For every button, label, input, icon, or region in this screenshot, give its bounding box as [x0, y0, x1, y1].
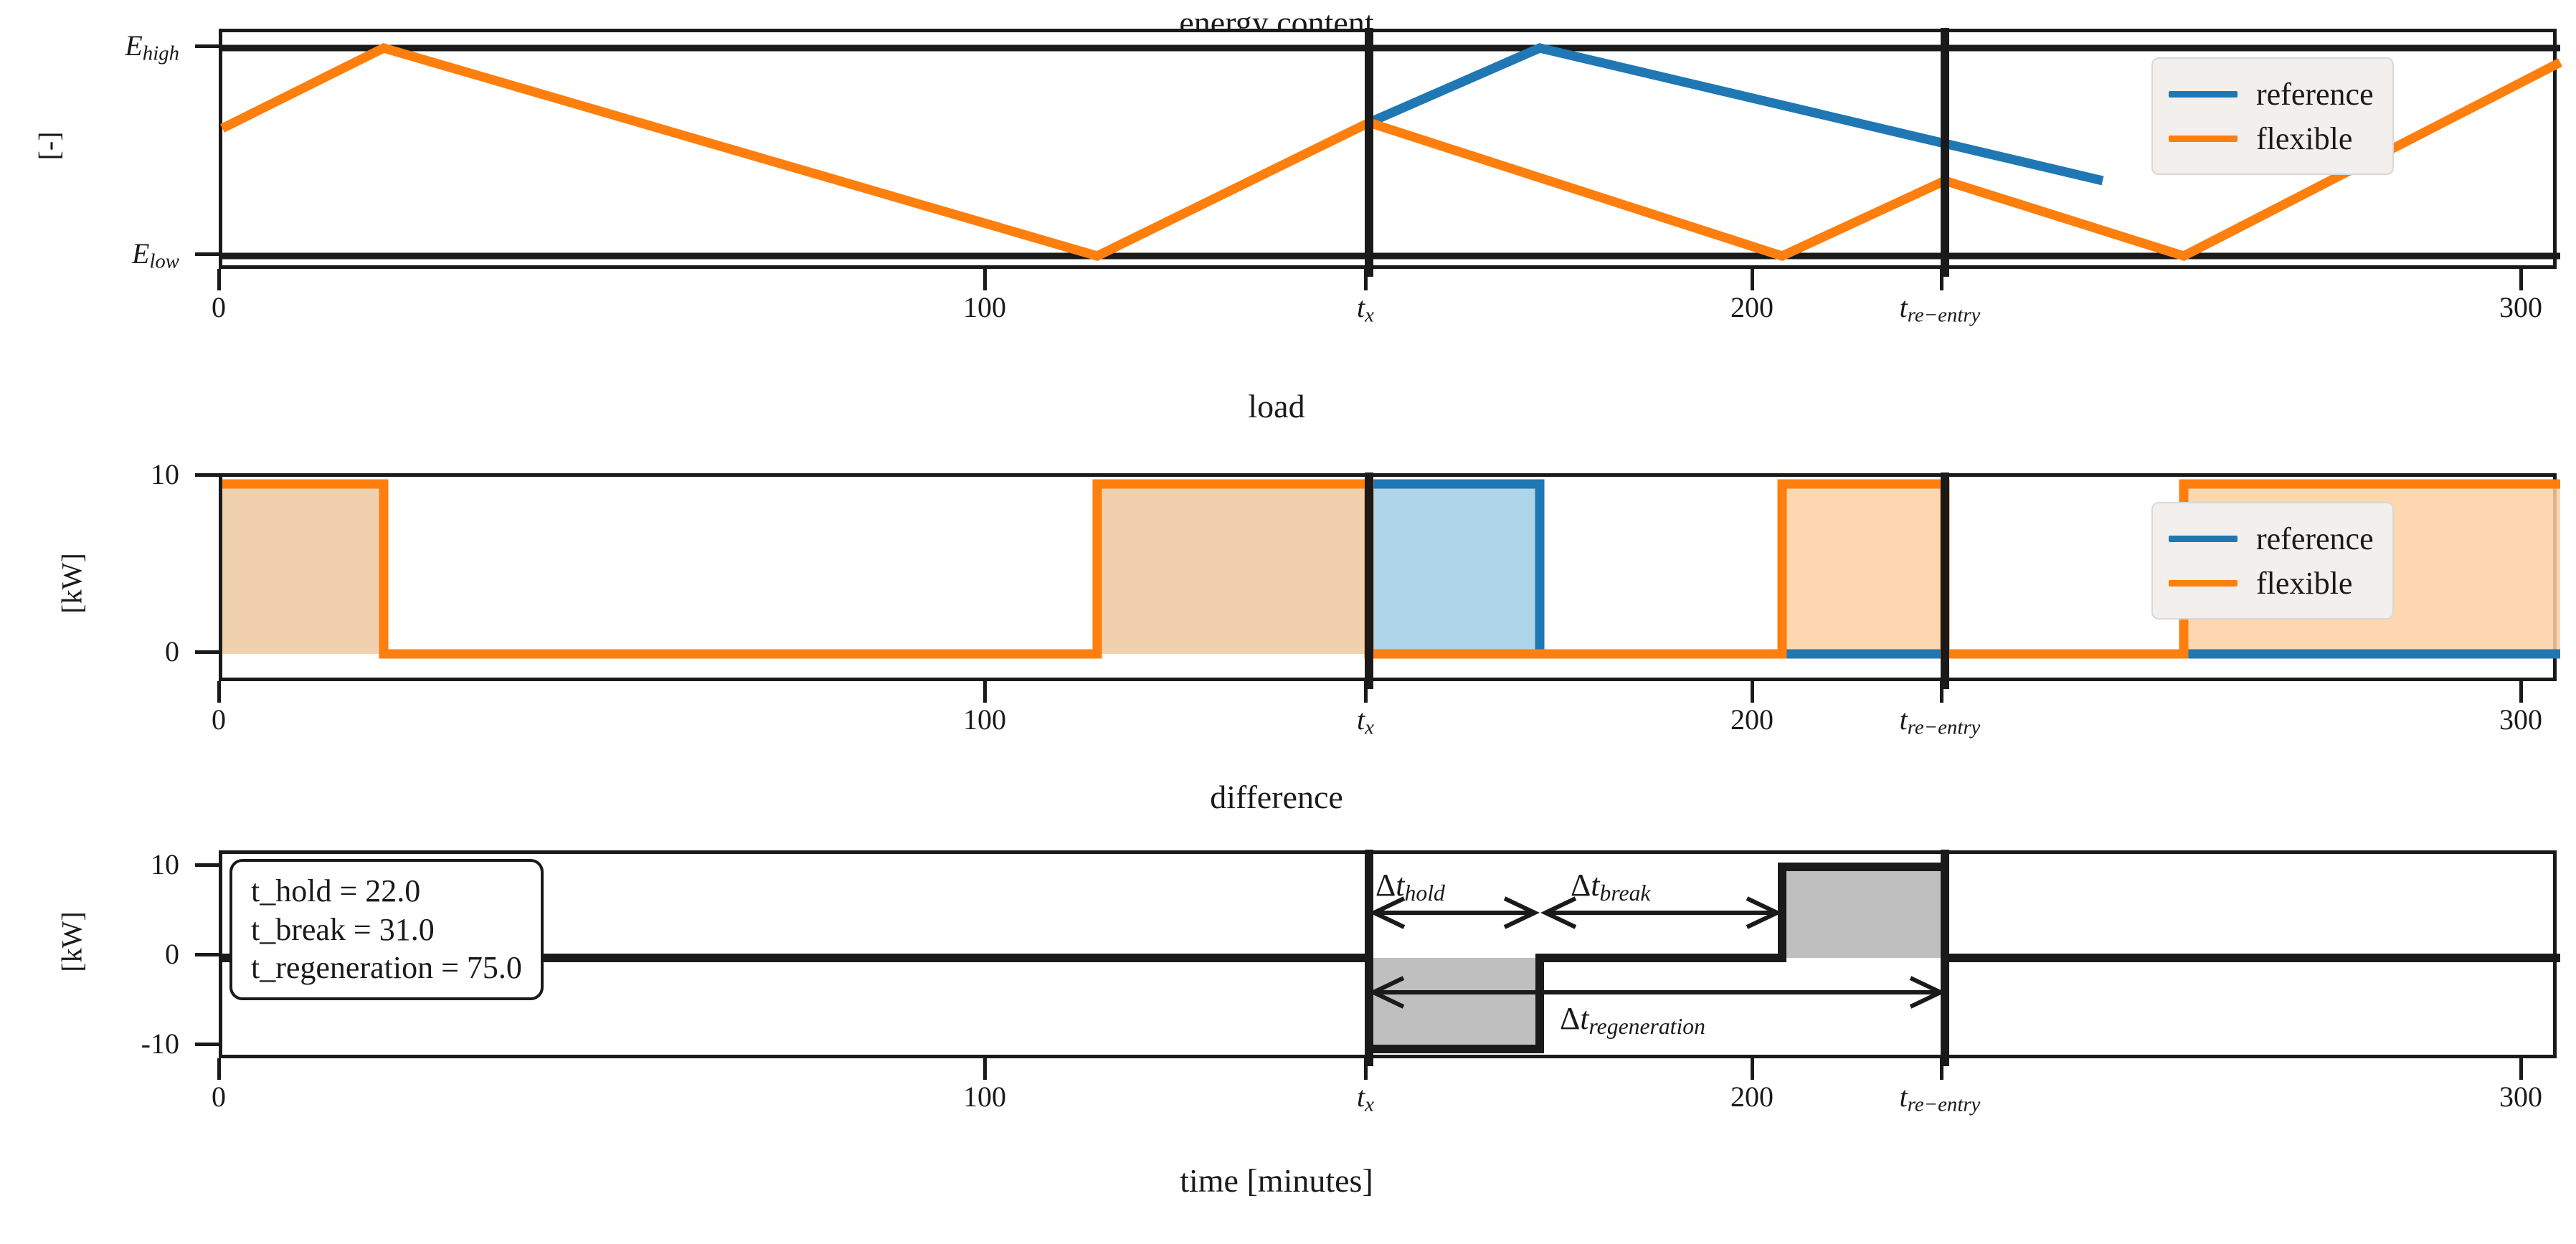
panel2-legend-row-flexible: flexible	[2169, 561, 2374, 605]
panel2-ytick-0: 0	[165, 635, 179, 668]
info-t-break: t_break = 31.0	[251, 911, 435, 947]
arrow-dt-regeneration	[1368, 976, 1946, 1009]
panel1-xtickmark-200	[1751, 269, 1754, 290]
panel2-xtick-0: 0	[212, 703, 226, 736]
panel3-xtickmark-300	[2519, 1058, 2523, 1080]
panel3-ytickmark-neg10	[195, 1043, 221, 1046]
panel2-xtick-100: 100	[963, 703, 1006, 736]
panel3-ytickmark-10	[195, 863, 221, 867]
panel2-title: load	[1248, 388, 1305, 424]
annot-dt-hold: Δthold	[1375, 868, 1445, 906]
panel2-fill-flex-1	[222, 480, 384, 654]
panel1-xtick-300: 300	[2499, 291, 2542, 323]
panel2-ytick-10: 10	[151, 458, 179, 490]
panel2-fill-flex-3	[1782, 480, 1945, 654]
panel1-xtickmark-300	[2519, 269, 2523, 290]
panel1-ytick-high: Ehigh	[125, 29, 179, 65]
panel1-legend: reference flexible	[2151, 57, 2394, 175]
panel2-ylabel: [kW]	[55, 553, 88, 614]
panel2-xtickmark-0	[217, 681, 221, 703]
panel2-xtickmark-treentry	[1940, 681, 1943, 703]
panel1-series-reference	[1367, 43, 2104, 186]
panel2-series-flexible	[222, 479, 2560, 659]
panel3-xtickmark-200	[1751, 1058, 1754, 1080]
panel3-fill-positive	[1782, 867, 1945, 958]
panel1-xtickmark-tx	[1364, 269, 1368, 290]
panel2-fill-flex-2	[1097, 480, 1369, 654]
panel3-ytick-10: 10	[151, 848, 179, 880]
panel2-xtickmark-300	[2519, 681, 2523, 703]
panel1-xtick-100: 100	[963, 291, 1006, 323]
panel1-legend-label-reference: reference	[2256, 76, 2374, 112]
panel3-ytick-0: 0	[165, 938, 179, 970]
panel2-xtick-treentry: tre−entry	[1899, 703, 1981, 739]
annot-dt-regeneration: Δtregeneration	[1560, 1001, 1705, 1039]
arrow-dt-break	[1540, 896, 1782, 929]
panel3-xtick-treentry: tre−entry	[1899, 1081, 1981, 1116]
panel1-ylabel: [-]	[32, 131, 65, 161]
panel3-xtickmark-tx	[1364, 1058, 1368, 1080]
panel1-xtickmark-0	[217, 269, 221, 290]
panel1-ytickmark-high	[195, 44, 221, 48]
panel3-svg	[222, 850, 2560, 1066]
panel1-legend-row-reference: reference	[2169, 72, 2374, 116]
panel2-legend-label-reference: reference	[2256, 521, 2374, 556]
panel1-xtickmark-treentry	[1940, 269, 1943, 290]
panel1-legend-label-flexible: flexible	[2256, 120, 2353, 156]
figure-xaxis-label: time [minutes]	[1180, 1162, 1373, 1199]
panel3-ytickmark-0	[195, 953, 221, 956]
legend-swatch-flexible-icon	[2169, 135, 2238, 142]
annot-dt-break: Δtbreak	[1571, 868, 1651, 906]
panel2-xtick-tx: tx	[1357, 703, 1374, 739]
panel3-info-box: t_hold = 22.0 t_break = 31.0 t_regenerat…	[229, 859, 544, 1001]
panel1-ytickmark-low	[195, 252, 221, 256]
panel3-xtick-0: 0	[212, 1081, 226, 1113]
panel1-xtick-treentry: tre−entry	[1899, 291, 1981, 327]
panel1-xtick-200: 200	[1730, 291, 1774, 323]
panel1-xtickmark-100	[983, 269, 987, 290]
panel1-ytick-low: Elow	[131, 237, 179, 273]
panel3-ytick-neg10: -10	[141, 1027, 179, 1060]
panel3-xtick-tx: tx	[1357, 1081, 1374, 1116]
panel3-xtick-100: 100	[963, 1081, 1006, 1113]
info-t-hold: t_hold = 22.0	[251, 873, 421, 908]
panel2-xtickmark-200	[1751, 681, 1754, 703]
panel3-xtick-300: 300	[2499, 1081, 2542, 1113]
panel2-xtick-300: 300	[2499, 703, 2542, 736]
panel3-xtick-200: 200	[1730, 1081, 1774, 1113]
legend-swatch-reference-icon	[2169, 535, 2238, 542]
panel2-legend-row-reference: reference	[2169, 516, 2374, 561]
arrow-dt-hold	[1369, 896, 1540, 929]
panel1-series-flexible	[220, 43, 2562, 262]
panel3-xtickmark-treentry	[1940, 1058, 1943, 1080]
panel2-xtickmark-100	[983, 681, 987, 703]
panel2-legend-label-flexible: flexible	[2256, 565, 2353, 601]
legend-swatch-flexible-icon	[2169, 579, 2238, 587]
panel3-xtickmark-100	[983, 1058, 987, 1080]
panel2-ytickmark-10	[195, 473, 221, 477]
panel3-title: difference	[1210, 779, 1343, 815]
panel2-legend: reference flexible	[2151, 502, 2394, 619]
panel2-xtick-200: 200	[1730, 703, 1774, 736]
panel1-xtick-tx: tx	[1357, 291, 1374, 327]
panel2-xtickmark-tx	[1364, 681, 1368, 703]
panel2-ytickmark-0	[195, 650, 221, 654]
panel3-plot-area	[219, 850, 2560, 1066]
info-t-regeneration: t_regeneration = 75.0	[251, 950, 522, 986]
legend-swatch-reference-icon	[2169, 90, 2238, 98]
panel1-legend-row-flexible: flexible	[2169, 116, 2374, 161]
panel1-svg	[220, 28, 2562, 277]
panel1-xtick-0: 0	[212, 291, 226, 323]
panel3-xtickmark-0	[217, 1058, 221, 1080]
